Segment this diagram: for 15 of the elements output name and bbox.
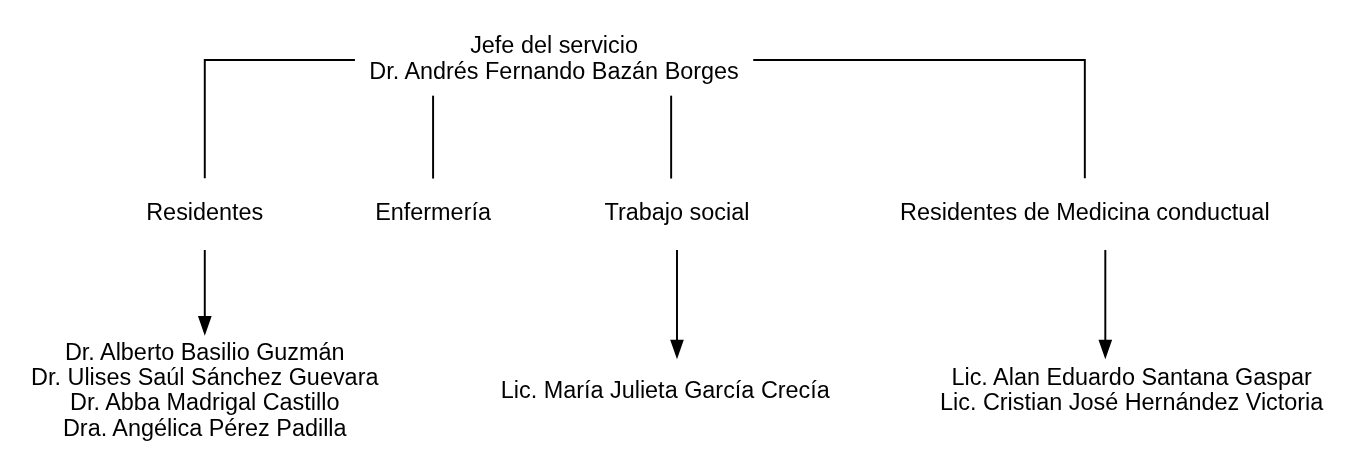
node-text: Jefe del servicio Dr. Andrés Fernando Bazán Borges: [369, 32, 739, 84]
arrow: [1098, 249, 1113, 360]
node-text: Trabajo social: [604, 199, 750, 226]
node-text: Residentes de Medicina conductual: [900, 199, 1270, 226]
connector: [670, 94, 673, 180]
arrow: [197, 249, 212, 336]
connector: [752, 58, 1086, 180]
node-text: Enfermería: [375, 199, 491, 226]
node-text: Dr. Alberto Basilio Guzmán Dr. Ulises Saúl Sánchez Guevara Dr. Abba Madrigal Castillo Dra. Angélica Pérez Padilla: [31, 338, 379, 441]
arrow: [670, 249, 684, 360]
node-text: Residentes: [146, 199, 264, 226]
node-text: Lic. Alan Eduardo Santana Gaspar Lic. Cristian José Hernández Victoria: [939, 364, 1324, 416]
connector: [432, 94, 435, 180]
node-text: Lic. María Julieta García Crecía: [500, 376, 830, 403]
connector: [203, 58, 356, 180]
